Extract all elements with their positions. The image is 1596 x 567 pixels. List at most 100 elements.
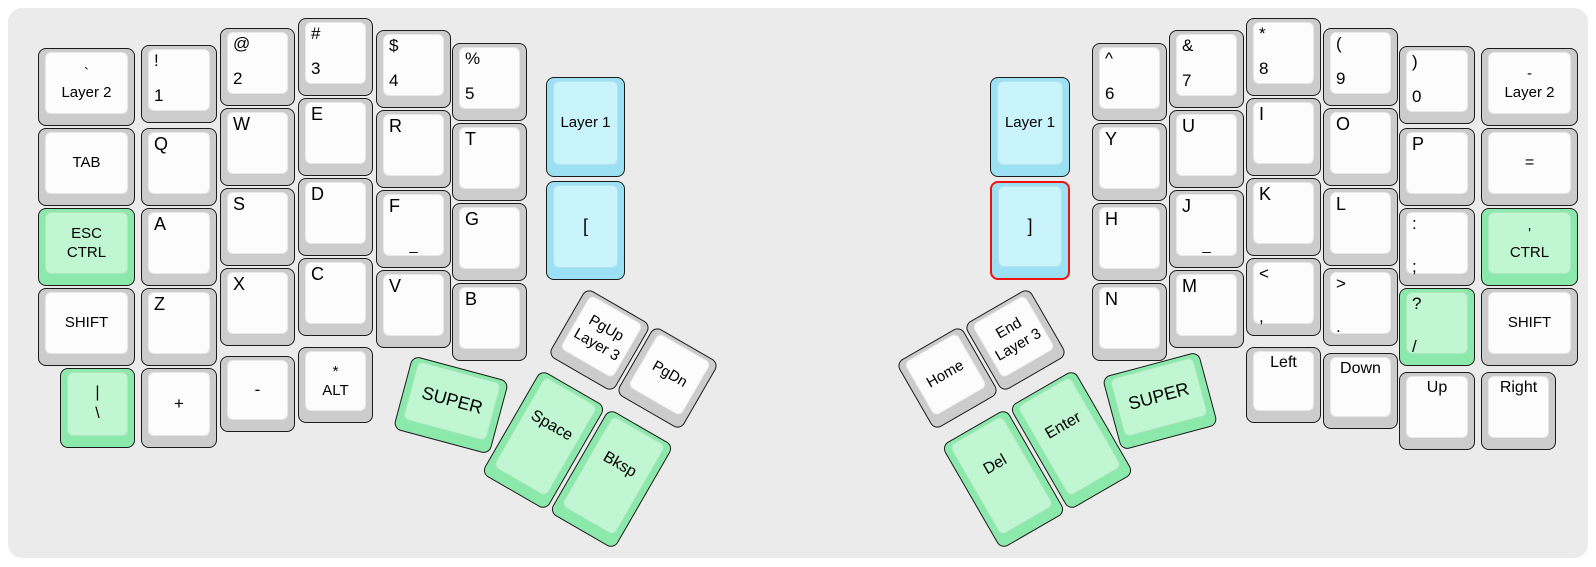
key-label: ! [154, 51, 159, 70]
key-labels: F_ [384, 195, 443, 255]
key-minus[interactable]: - [220, 356, 295, 432]
key-labels: X [228, 273, 287, 333]
key-shift-left[interactable]: SHIFT [38, 288, 135, 366]
key-7[interactable]: &7 [1169, 30, 1244, 108]
key-f[interactable]: F_ [376, 190, 451, 268]
key-z[interactable]: Z [141, 288, 217, 366]
key-semicolon[interactable]: :; [1399, 208, 1475, 286]
key-3[interactable]: #3 [298, 18, 373, 96]
key-v[interactable]: V [376, 270, 451, 348]
keycap-surface: W [227, 112, 288, 174]
key-h[interactable]: H [1092, 203, 1167, 281]
key-down-arrow[interactable]: Down [1323, 353, 1398, 429]
key-minus-layer2[interactable]: -Layer 2 [1481, 48, 1578, 126]
key-r[interactable]: R [376, 110, 451, 188]
key-labels: H [1100, 208, 1159, 268]
key-1[interactable]: !1 [141, 45, 217, 123]
key-layer1-right[interactable]: Layer 1 [990, 77, 1070, 177]
key-label: 4 [389, 71, 399, 90]
key-0[interactable]: )0 [1399, 46, 1475, 124]
key-label: = [1524, 153, 1535, 171]
key-labels: S [228, 193, 287, 253]
key-o[interactable]: O [1323, 108, 1398, 186]
key-lbracket[interactable]: [ [546, 181, 625, 280]
key-pipe-backslash[interactable]: |\ [60, 368, 135, 448]
homing-bar: _ [409, 237, 418, 254]
key-labels: Layer 1 [554, 82, 617, 164]
key-label: 7 [1182, 71, 1192, 90]
key-b[interactable]: B [452, 283, 527, 361]
key-grave-layer2[interactable]: `Layer 2 [38, 48, 135, 126]
key-6[interactable]: ^6 [1092, 43, 1167, 121]
key-c[interactable]: C [298, 258, 373, 336]
key-s[interactable]: S [220, 188, 295, 266]
key-super-right[interactable]: SUPER [1101, 351, 1219, 451]
keycap-surface: PgDn [627, 332, 712, 417]
key-shift-right[interactable]: SHIFT [1481, 288, 1578, 366]
key-8[interactable]: *8 [1246, 18, 1321, 96]
key-quote-ctrl[interactable]: 'CTRL [1481, 208, 1578, 286]
key-n[interactable]: N [1092, 283, 1167, 361]
key-labels: Q [149, 133, 209, 193]
key-t[interactable]: T [452, 123, 527, 201]
key-l[interactable]: L [1323, 188, 1398, 266]
key-label: Right [1499, 379, 1538, 396]
key-label: * [332, 362, 339, 380]
key-label: D [311, 184, 324, 204]
key-label: Del [980, 451, 1010, 479]
key-label: A [154, 214, 167, 234]
key-labels: (9 [1331, 33, 1390, 93]
key-g[interactable]: G [452, 203, 527, 281]
key-plus[interactable]: + [141, 368, 217, 448]
key-label: . [1336, 317, 1341, 336]
key-y[interactable]: Y [1092, 123, 1167, 201]
key-labels: Home [905, 334, 986, 415]
key-label: Home [923, 356, 967, 392]
keycap-surface: P [1406, 132, 1468, 194]
key-labels: + [149, 373, 209, 435]
key-5[interactable]: %5 [452, 43, 527, 121]
key-up-arrow[interactable]: Up [1399, 372, 1475, 450]
key-w[interactable]: W [220, 108, 295, 186]
key-left-arrow[interactable]: Left [1246, 347, 1321, 423]
key-label: V [389, 276, 402, 296]
key-label: [ [582, 215, 588, 236]
key-x[interactable]: X [220, 268, 295, 346]
keycap-surface: &7 [1176, 34, 1237, 96]
key-layer1-left[interactable]: Layer 1 [546, 77, 625, 177]
keycap-surface: :; [1406, 212, 1468, 276]
key-labels: Layer 1 [998, 82, 1062, 164]
key-tab[interactable]: TAB [38, 128, 135, 206]
key-label: Layer 2 [1504, 84, 1555, 101]
key-q[interactable]: Q [141, 128, 217, 206]
key-p[interactable]: P [1399, 128, 1475, 206]
key-question-slash[interactable]: ?/ [1399, 288, 1475, 366]
key-period[interactable]: >. [1323, 268, 1398, 346]
key-rbracket[interactable]: ] [990, 181, 1070, 280]
key-star-alt[interactable]: *ALT [298, 347, 373, 423]
keycap-surface: J_ [1176, 194, 1237, 256]
key-labels: `Layer 2 [46, 53, 127, 113]
key-2[interactable]: @2 [220, 28, 295, 106]
key-comma[interactable]: <, [1246, 258, 1321, 336]
key-labels: 'CTRL [1489, 213, 1570, 273]
key-label: $ [389, 36, 399, 55]
key-m[interactable]: M [1169, 270, 1244, 348]
key-right-arrow[interactable]: Right [1481, 372, 1556, 450]
key-equals[interactable]: = [1481, 128, 1578, 206]
key-a[interactable]: A [141, 208, 217, 286]
key-e[interactable]: E [298, 98, 373, 176]
key-9[interactable]: (9 [1323, 28, 1398, 106]
key-j[interactable]: J_ [1169, 190, 1244, 268]
key-k[interactable]: K [1246, 178, 1321, 256]
keycap-surface: SUPER [402, 361, 502, 442]
key-u[interactable]: U [1169, 110, 1244, 188]
key-4[interactable]: $4 [376, 30, 451, 108]
key-super-left[interactable]: SUPER [392, 355, 510, 455]
key-label: E [311, 104, 324, 124]
key-i[interactable]: I [1246, 98, 1321, 176]
key-d[interactable]: D [298, 178, 373, 256]
key-labels: <, [1254, 263, 1313, 326]
